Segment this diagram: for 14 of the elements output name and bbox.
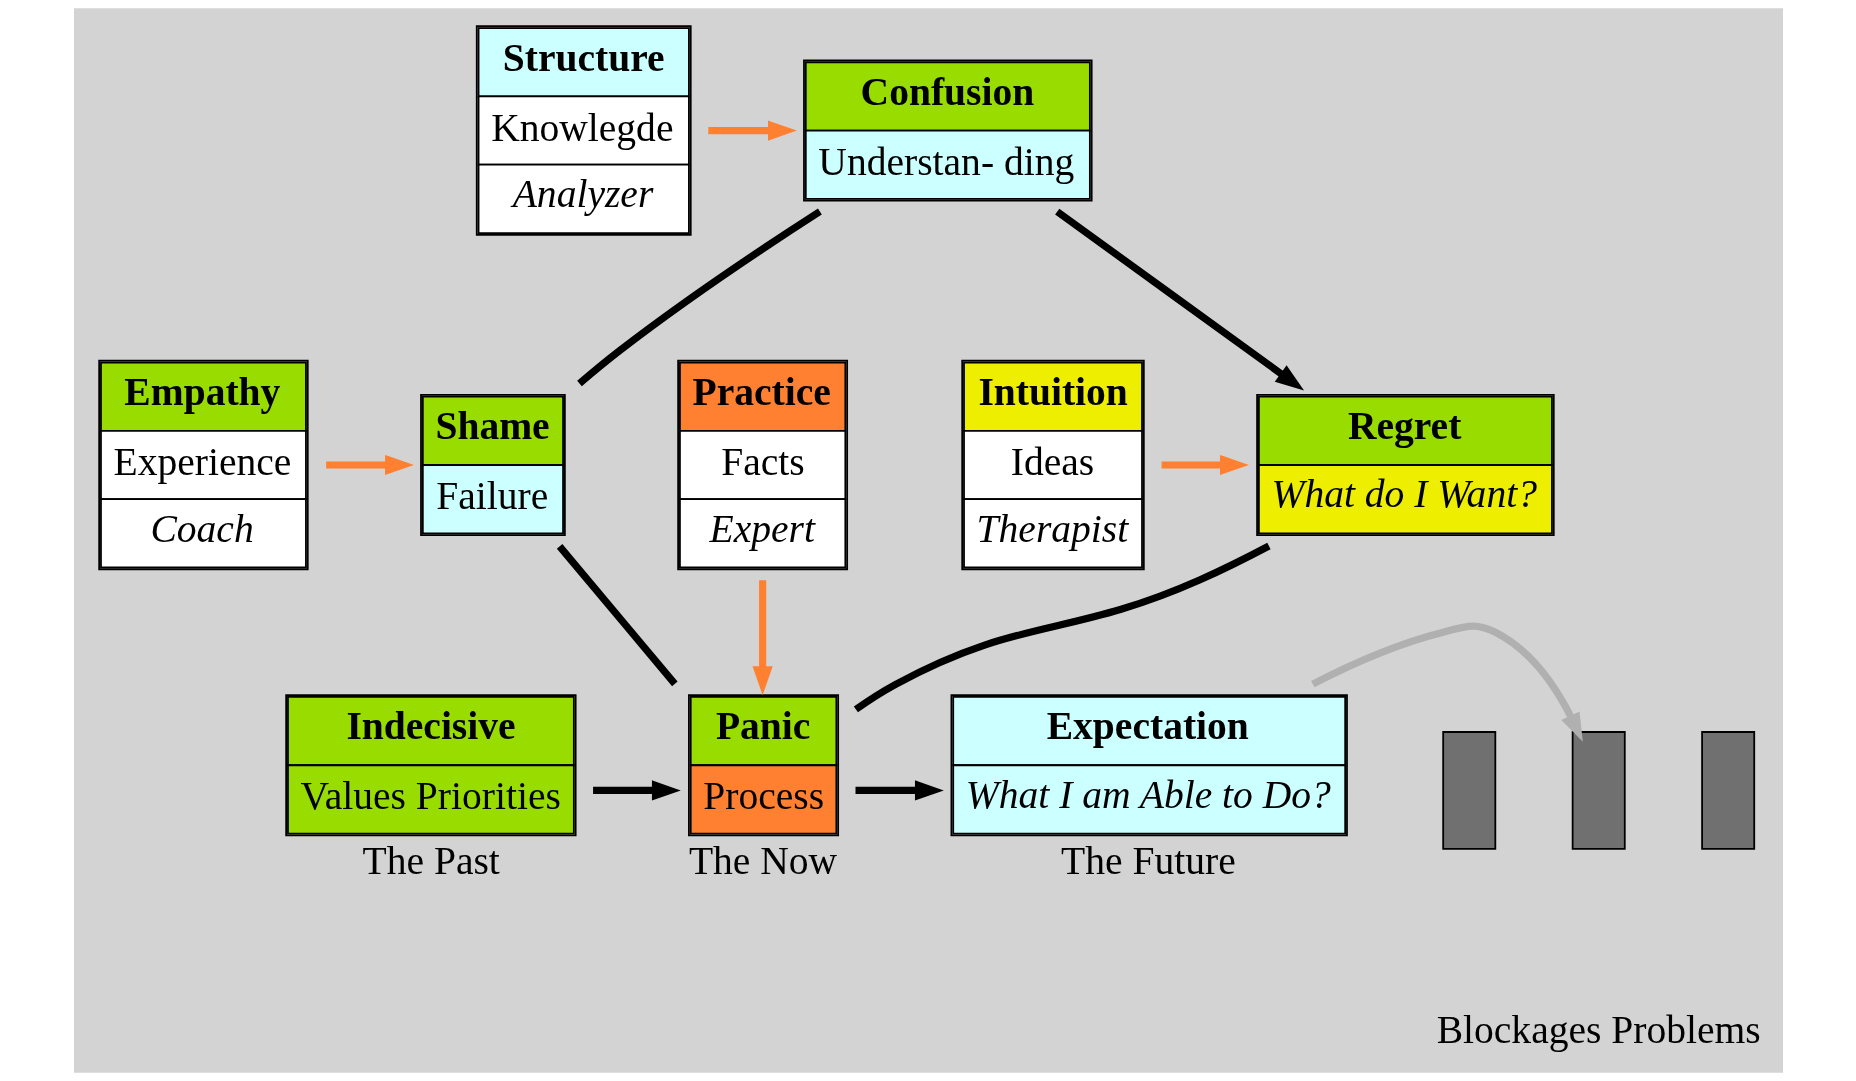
label: Blockages Problems: [1436, 1008, 1761, 1053]
connector: [576, 208, 822, 387]
arrow: [707, 120, 797, 141]
connector: [556, 544, 678, 687]
node-bar: [1700, 731, 1755, 850]
node-bar: [1441, 731, 1496, 850]
node-label: The Future: [1060, 839, 1236, 884]
connector: [853, 542, 1271, 713]
node-bar: [1571, 731, 1626, 850]
arrow: [325, 454, 414, 476]
node-label: The Past: [362, 839, 500, 884]
arrow: [1054, 208, 1304, 391]
arrow: [1310, 622, 1583, 742]
node-label: The Now: [688, 839, 837, 884]
